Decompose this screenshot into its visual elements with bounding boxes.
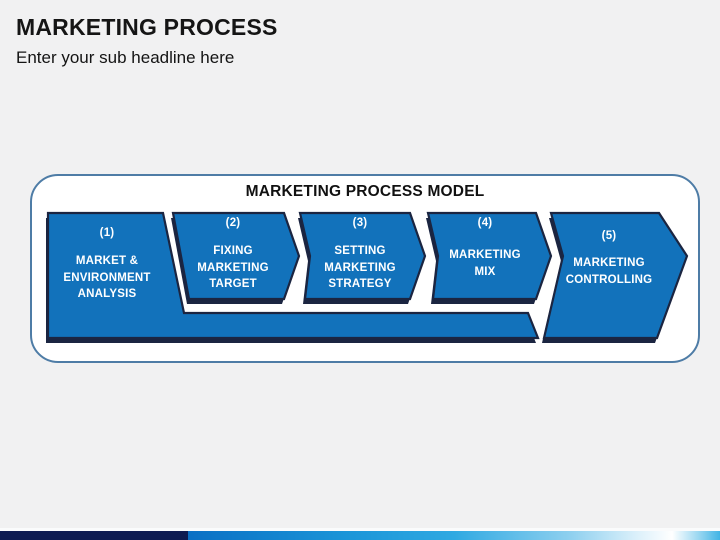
step-2-number: (2) xyxy=(225,217,241,229)
step-4-text[interactable]: (4) MARKETING MIX xyxy=(430,217,540,280)
step-5-shape[interactable] xyxy=(542,211,689,340)
step-2-text[interactable]: (2) FIXING MARKETING TARGET xyxy=(177,217,289,293)
step-1-label: MARKET & ENVIRONMENT ANALYSIS xyxy=(63,255,151,300)
step-3-number: (3) xyxy=(352,217,368,229)
bottom-band-separator xyxy=(0,528,720,531)
step-1-text[interactable]: (1) MARKET & ENVIRONMENT ANALYSIS xyxy=(48,227,166,303)
slide-title: MARKETING PROCESS xyxy=(16,14,278,40)
bottom-band-navy xyxy=(0,531,188,540)
step-4-label: MARKETING MIX xyxy=(449,249,521,278)
step-3-label: SETTING MARKETING STRATEGY xyxy=(324,245,396,290)
step-4-number: (4) xyxy=(477,217,493,229)
step-5-label: MARKETING CONTROLLING xyxy=(565,257,653,286)
step-1-number: (1) xyxy=(99,227,115,239)
step-4-shape[interactable] xyxy=(426,211,553,301)
bottom-band-gradient xyxy=(188,531,720,540)
step-1-shape[interactable] xyxy=(46,211,540,340)
step-2-shape[interactable] xyxy=(171,211,301,301)
slide-subtitle: Enter your sub headline here xyxy=(16,48,235,67)
process-model-title: MARKETING PROCESS MODEL xyxy=(245,183,485,200)
step-3-text[interactable]: (3) SETTING MARKETING STRATEGY xyxy=(304,217,416,293)
step-5-number: (5) xyxy=(601,230,617,242)
step-2-label: FIXING MARKETING TARGET xyxy=(197,245,269,290)
step-5-text[interactable]: (5) MARKETING CONTROLLING xyxy=(551,230,667,288)
step-3-shape[interactable] xyxy=(298,211,427,301)
